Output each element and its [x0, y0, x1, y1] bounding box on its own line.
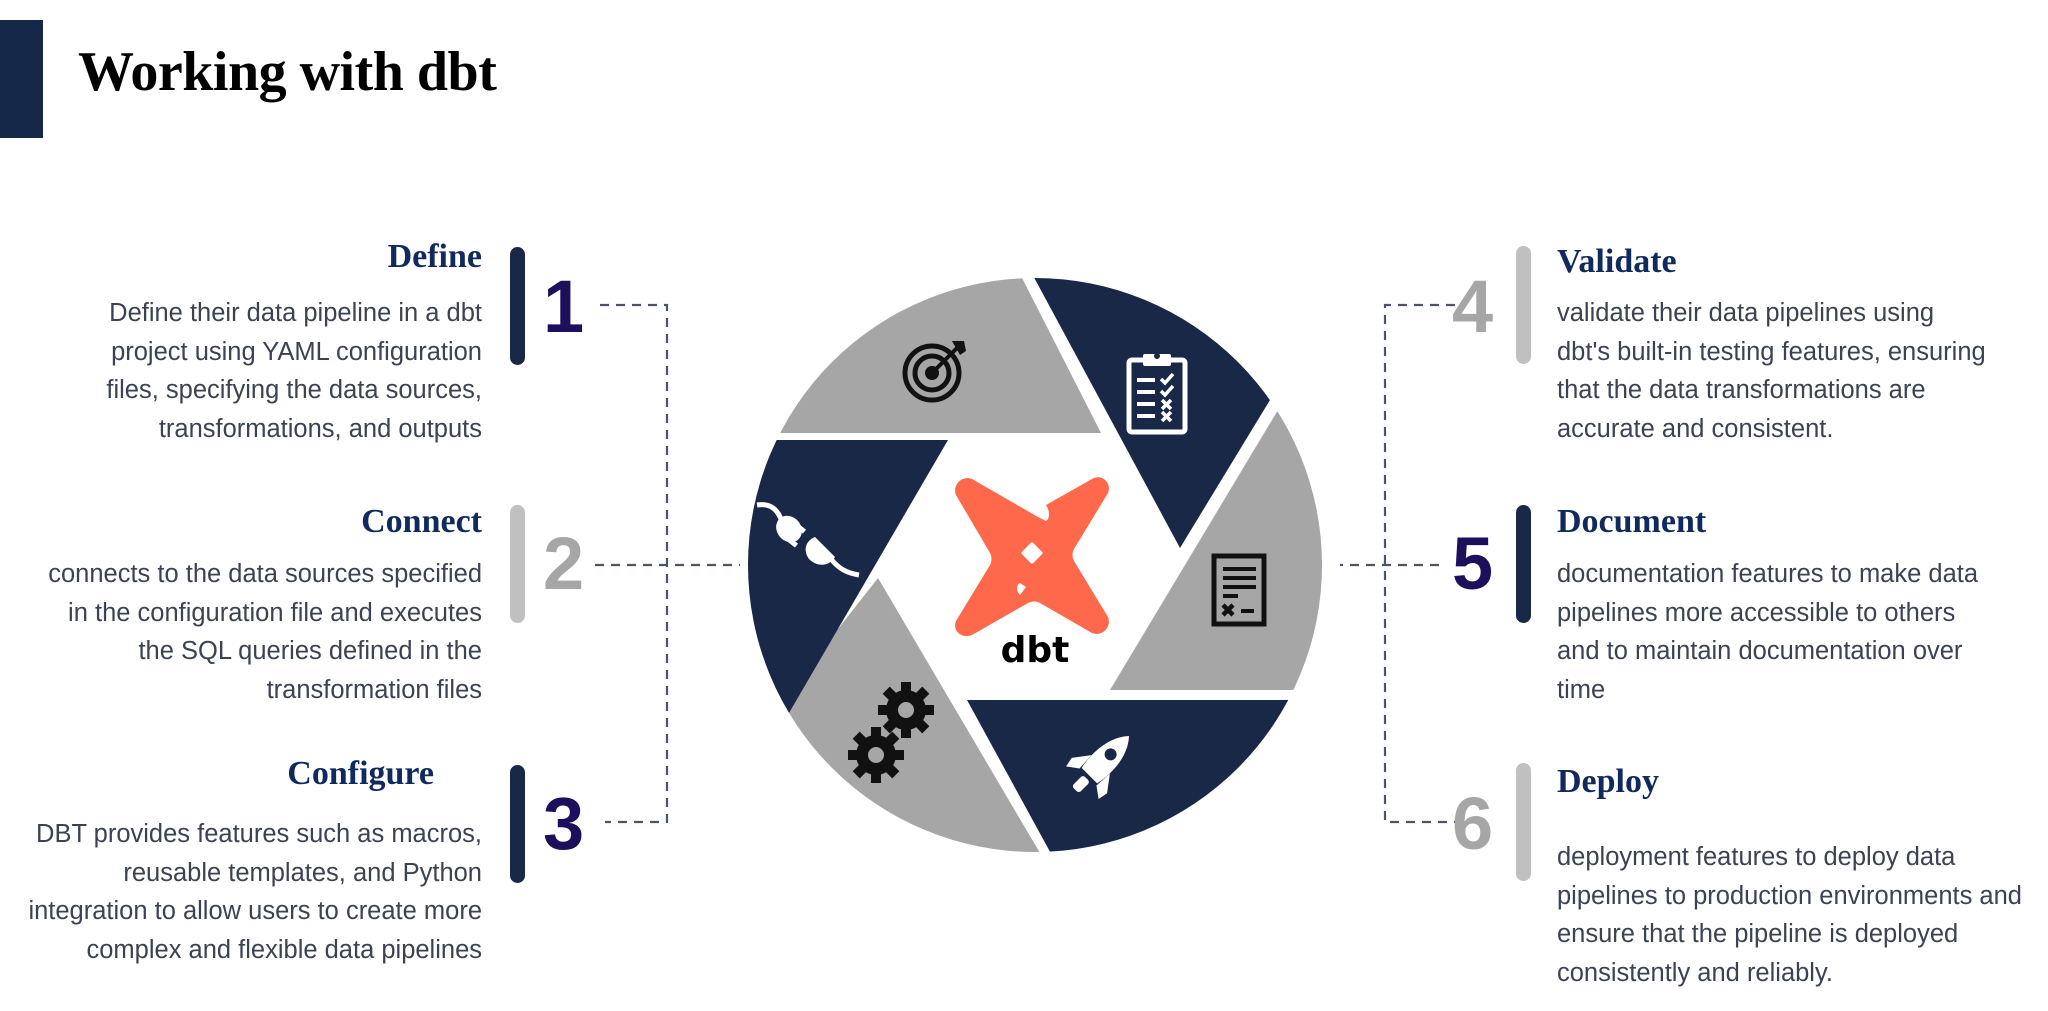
step-description: deployment features to deploy data pipel… — [1557, 843, 2022, 987]
title-accent-bar — [0, 20, 43, 138]
checklist-icon — [1126, 353, 1188, 435]
step-description: Define their data pipeline in a dbt proj… — [106, 299, 482, 443]
rocket-icon — [1066, 736, 1129, 799]
step-title: Validate — [1557, 243, 1677, 280]
step-bar — [1516, 505, 1531, 623]
step-bar — [510, 247, 525, 365]
step-number: 2 — [543, 522, 585, 605]
step-title: Deploy — [1557, 763, 1659, 800]
step-number: 6 — [1452, 782, 1494, 865]
step-title: Document — [1557, 503, 1707, 540]
document-icon — [1211, 553, 1267, 627]
step-description: connects to the data sources specified i… — [48, 560, 482, 704]
step-number: 4 — [1452, 265, 1494, 348]
step-description: documentation features to make data pipe… — [1557, 560, 1979, 704]
page-title: Working with dbt — [78, 41, 497, 103]
step-bar — [510, 765, 525, 883]
left-connector-bracket — [600, 303, 669, 824]
step-bar — [510, 505, 525, 623]
step-bar — [1516, 763, 1531, 881]
right-connector-bracket — [1383, 303, 1455, 824]
step-title: Define — [387, 238, 482, 275]
step-number: 5 — [1452, 522, 1494, 605]
step-number: 3 — [543, 782, 585, 865]
segment-document[interactable] — [1110, 410, 1360, 690]
plug-icon — [756, 502, 860, 578]
step-description: validate their data pipelines using dbt'… — [1557, 299, 1986, 443]
step-bar — [1516, 246, 1531, 364]
step-description: DBT provides features such as macros, re… — [28, 820, 482, 964]
step-title: Connect — [361, 503, 482, 540]
dbt-logo-label: dbt — [1000, 630, 1070, 671]
step-title: Configure — [287, 755, 434, 792]
target-icon — [902, 341, 966, 403]
gears-icon — [848, 682, 934, 783]
step-number: 1 — [543, 265, 585, 348]
dbt-logo-icon — [955, 477, 1109, 637]
